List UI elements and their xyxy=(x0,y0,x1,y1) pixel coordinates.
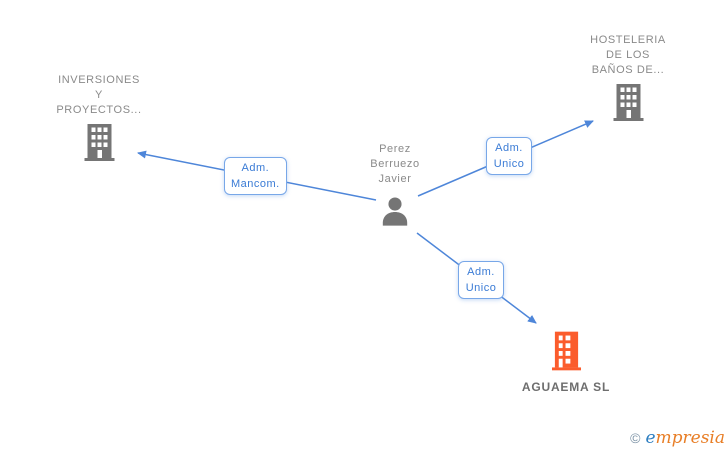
company-name: PROYECTOS... xyxy=(56,104,142,116)
edge-label-line: Unico xyxy=(465,282,497,294)
copyright-icon: © xyxy=(630,430,641,446)
edge-label-line: Adm. xyxy=(241,162,270,174)
company-name: HOSTELERIA xyxy=(590,34,666,46)
empresia-wordmark: empresia xyxy=(645,429,725,447)
company-node-aguaema[interactable]: AGUAEMA SL xyxy=(496,331,636,395)
person-node-perez-berruezo-javier[interactable]: Perez Berruezo Javier xyxy=(325,142,465,231)
building-icon xyxy=(551,331,581,376)
edge-label-line: Mancom. xyxy=(231,178,280,190)
empresia-logo[interactable]: © empresia xyxy=(630,429,725,447)
company-node-inversiones[interactable]: INVERSIONES Y PROYECTOS... xyxy=(29,73,169,166)
building-icon xyxy=(84,124,115,166)
edge-label-adm-unico-top: Adm. Unico xyxy=(486,137,532,175)
edge-label-line: Adm. xyxy=(495,142,523,154)
person-icon xyxy=(380,197,410,231)
company-name: BAÑOS DE... xyxy=(591,64,665,76)
edge-label-adm-unico-bottom: Adm. Unico xyxy=(458,261,504,299)
company-name: DE LOS xyxy=(606,49,650,61)
wordmark-initial: e xyxy=(645,428,656,448)
company-name: Y xyxy=(95,89,103,101)
company-name: INVERSIONES xyxy=(58,74,140,86)
edge-label-line: Unico xyxy=(493,158,525,170)
edge-label-adm-mancom: Adm. Mancom. xyxy=(224,157,287,195)
company-node-hosteleria[interactable]: HOSTELERIA DE LOS BAÑOS DE... xyxy=(553,33,703,126)
company-name: AGUAEMA SL xyxy=(521,380,611,394)
edge-label-line: Adm. xyxy=(467,266,495,278)
person-name: Javier xyxy=(378,173,412,185)
person-name: Berruezo xyxy=(370,158,420,170)
person-name: Perez xyxy=(379,143,411,155)
building-icon xyxy=(613,84,644,126)
wordmark-rest: mpresia xyxy=(655,428,726,448)
